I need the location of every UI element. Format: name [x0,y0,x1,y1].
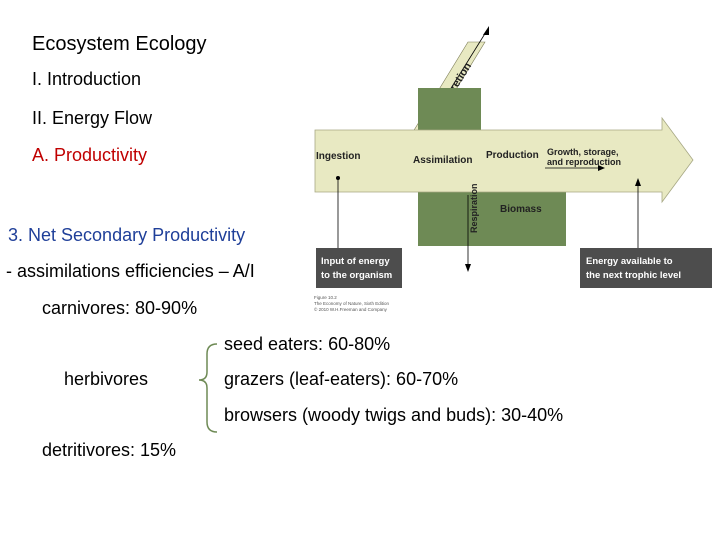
detritivores-efficiency: detritivores: 15% [42,440,177,460]
biomass-box [481,192,566,246]
biomass-label: Biomass [500,204,542,215]
assimilation-label: Assimilation [413,155,472,166]
respiration-label: Respiration [469,183,479,233]
carnivores-efficiency: carnivores: 80-90% [42,298,198,318]
assimilation-efficiency-line: - assimilations efficiencies – A/I [6,261,255,281]
input-energy-line1: Input of energy [321,256,390,267]
ingestion-label: Ingestion [316,151,360,162]
energy-flow-diagram: Excretion Ingestion Assimilation Product… [314,26,712,312]
production-label: Production [486,150,539,161]
main-energy-arrow [314,116,694,204]
outline-item-introduction: I. Introduction [32,69,142,89]
slide-title: Ecosystem Ecology [32,33,207,55]
grazers-efficiency: grazers (leaf-eaters): 60-70% [224,369,459,389]
figure-credit-line2: The Economy of Nature, Sixth Edition [314,301,390,306]
figure-credit-line3: © 2010 W.H.Freeman and Company [314,306,388,312]
herbivore-bracket [198,343,218,433]
input-energy-box [316,248,402,288]
figure-credit-line1: Figure 10.2 [314,295,337,300]
organism-box-lower [418,192,481,246]
energy-available-line1: Energy available to [586,256,673,267]
seed-eaters-efficiency: seed eaters: 60-80% [224,334,391,354]
herbivores-label: herbivores [64,369,149,389]
input-energy-line2: to the organism [321,270,392,281]
growth-label-line1: Growth, storage, [547,147,619,157]
growth-label-line2: and reproduction [547,157,621,167]
browsers-efficiency: browsers (woody twigs and buds): 30-40% [224,405,564,425]
energy-available-line2: the next trophic level [586,270,681,281]
outline-item-energy-flow: II. Energy Flow [32,108,153,128]
subheading-net-secondary-productivity: 3. Net Secondary Productivity [8,225,246,245]
energy-available-box [580,248,712,288]
outline-item-productivity: A. Productivity [32,145,148,165]
